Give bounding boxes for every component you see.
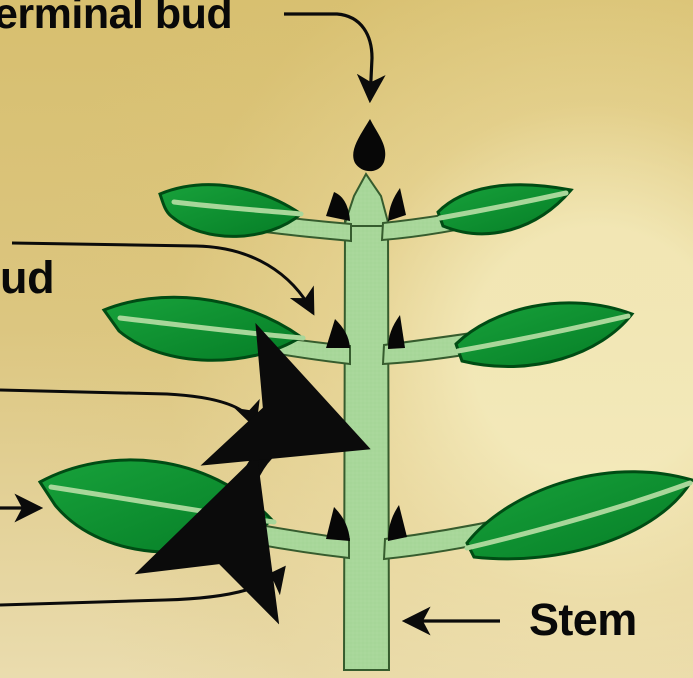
node-spacing-pointer-arrow (0, 390, 255, 426)
stem-label: Stem (529, 594, 637, 645)
terminal-bud-pointer-arrow (284, 14, 372, 100)
node-pointer-arrow (0, 568, 284, 605)
curved-arrow-icon (246, 432, 339, 487)
lower-left-leaf-icon (40, 460, 274, 552)
upper-right-leaf-icon (438, 185, 571, 234)
terminal-bud-icon (353, 119, 385, 171)
lower-right-leaf-icon (467, 472, 692, 559)
middle-left-leaf-icon (104, 297, 303, 360)
middle-right-leaf-icon (456, 303, 632, 367)
terminal-bud-label: erminal bud (0, 0, 232, 38)
partial-bud-label: ud (0, 252, 54, 303)
